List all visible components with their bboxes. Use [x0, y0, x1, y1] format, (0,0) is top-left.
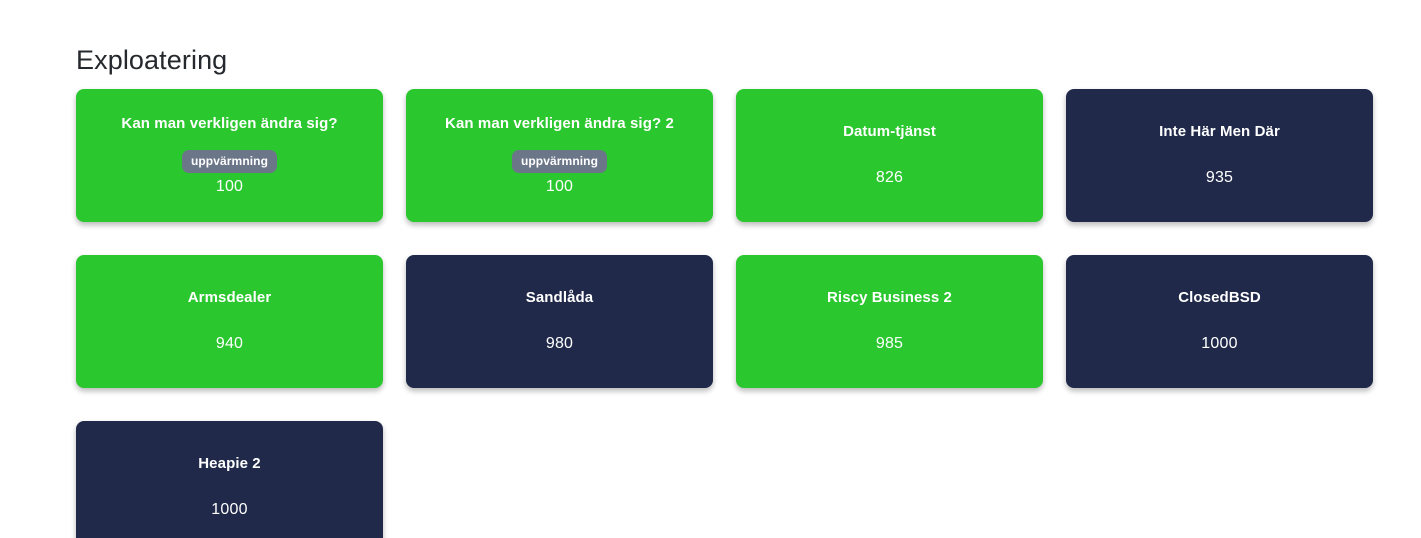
challenge-card-title: ClosedBSD — [1178, 289, 1261, 306]
challenge-card-score: 1000 — [1201, 335, 1238, 352]
challenge-card-score: 935 — [1205, 169, 1234, 186]
challenge-card[interactable]: ClosedBSD 1000 — [1066, 255, 1373, 388]
challenge-card[interactable]: Heapie 2 1000 — [76, 421, 383, 538]
challenge-card-title: Kan man verkligen ändra sig? — [121, 114, 338, 132]
challenge-card-title: Armsdealer — [187, 289, 272, 306]
challenge-card-title: Inte Här Men Där — [1159, 123, 1280, 140]
challenge-card-badge-row: uppvärmning — [511, 149, 608, 173]
challenge-card-badge-row: uppvärmning — [181, 149, 278, 173]
challenge-card-title: Kan man verkligen ändra sig? 2 — [445, 114, 674, 132]
challenge-card-grid: Kan man verkligen ändra sig? uppvärmning 1… — [76, 89, 1373, 538]
page-title: Exploatering — [76, 45, 228, 76]
challenge-card[interactable]: Sandlåda 980 — [406, 255, 713, 388]
challenge-card[interactable]: Riscy Business 2 985 — [736, 255, 1043, 388]
challenge-card-score: 985 — [875, 335, 904, 352]
challenge-card-title: Sandlåda — [525, 289, 594, 306]
challenge-card-title: Heapie 2 — [198, 455, 261, 472]
challenge-category-badge: uppvärmning — [511, 149, 608, 173]
challenge-card-title: Datum-tjänst — [843, 123, 936, 140]
challenge-card-title: Riscy Business 2 — [827, 289, 952, 306]
challenge-card[interactable]: Kan man verkligen ändra sig? uppvärmning 1… — [76, 89, 383, 222]
challenge-card-score: 100 — [215, 177, 244, 195]
challenge-card[interactable]: Kan man verkligen ändra sig? 2 uppvärmnin… — [406, 89, 713, 222]
challenge-card-score: 980 — [545, 335, 574, 352]
challenge-card-score: 100 — [545, 177, 574, 195]
challenge-category-badge: uppvärmning — [181, 149, 278, 173]
challenge-card[interactable]: Datum-tjänst 826 — [736, 89, 1043, 222]
challenge-card-score: 940 — [215, 335, 244, 352]
challenge-card[interactable]: Armsdealer 940 — [76, 255, 383, 388]
challenge-card-score: 826 — [875, 169, 904, 186]
challenge-card-score: 1000 — [211, 501, 248, 518]
challenge-card[interactable]: Inte Här Men Där 935 — [1066, 89, 1373, 222]
